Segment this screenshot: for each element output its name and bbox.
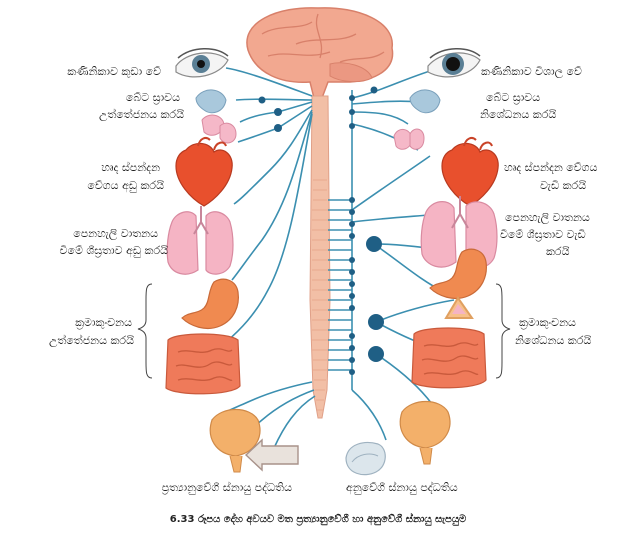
label-left-peristalsis-2: උත්තේජනය කරයි [48, 334, 134, 347]
label-right-peristalsis-2: නිශේධනය කරයි [515, 334, 592, 347]
intestine-icon [165, 333, 241, 395]
brace-right [495, 283, 511, 379]
label-right-peristalsis-1: ක්‍රමාකුංචනය [519, 316, 576, 329]
label-left-peristalsis-1: ක්‍රමාකුංචනය [75, 316, 132, 329]
figure-caption: 6.33 රූපය දේහ අවයව මත ප්‍රත්‍යානුවේගී හා… [169, 514, 467, 525]
stomach-icon [429, 248, 487, 300]
label-right-pupil: කණිනිකාව විශාල වේ [481, 65, 582, 78]
bladder-icon [399, 400, 451, 465]
gland-icon [345, 441, 386, 476]
eye-icon [427, 48, 481, 78]
arrow-icon [244, 438, 299, 472]
label-right-system: අනුවේගී ස්නායු පද්ධතිය [346, 481, 458, 494]
pancreas-icon [444, 296, 474, 319]
brain-icon [246, 7, 394, 99]
label-right-heart-1: හෘද ස්පන්දන වේගය [504, 161, 598, 174]
lung-icon [166, 206, 234, 275]
label-left-lung-2: වීමේ ශීඝ්‍රතාව අඩු කරයි [59, 244, 168, 257]
label-left-lung-1: පෙනහැලි වාතනය [73, 227, 158, 240]
nerve-pathways [211, 67, 457, 461]
label-right-lung-1: පෙනහැලි වාතනය [505, 211, 590, 224]
label-right-saliva-2: නිශේධනය කරයි [480, 108, 557, 121]
intestine-icon [411, 327, 487, 389]
gland-icon [393, 89, 441, 150]
spinal-cord [309, 95, 331, 419]
gland-icon [195, 89, 237, 144]
heart-icon [175, 137, 233, 207]
bladder-icon [209, 408, 261, 473]
label-left-heart-2: වේගය අඩු කරයි [87, 179, 164, 192]
label-left-saliva-1: බේට ස්‍රාවය [125, 91, 180, 104]
label-right-heart-2: වැඩි කරයි [540, 179, 587, 192]
label-right-saliva-1: බේට ස්‍රාවය [486, 91, 541, 104]
label-right-lung-3: කරයි [546, 245, 570, 258]
brace-left [137, 283, 153, 379]
label-left-heart-1: හෘද ස්පන්දන [101, 161, 160, 174]
heart-icon [441, 137, 499, 207]
label-left-system: ප්‍රත්‍යානුවේගී ස්නායු පද්ධතිය [161, 481, 292, 494]
stomach-icon [181, 278, 239, 330]
label-right-lung-2: වීමේ ශීඝ්‍රතාව වැඩි [500, 228, 586, 241]
eye-icon [175, 48, 229, 78]
ganglia [258, 86, 384, 375]
label-left-saliva-2: උත්තේජනය කරයි [98, 108, 184, 121]
label-left-pupil: කණිනිකාව කුඩා වේ [67, 65, 161, 78]
